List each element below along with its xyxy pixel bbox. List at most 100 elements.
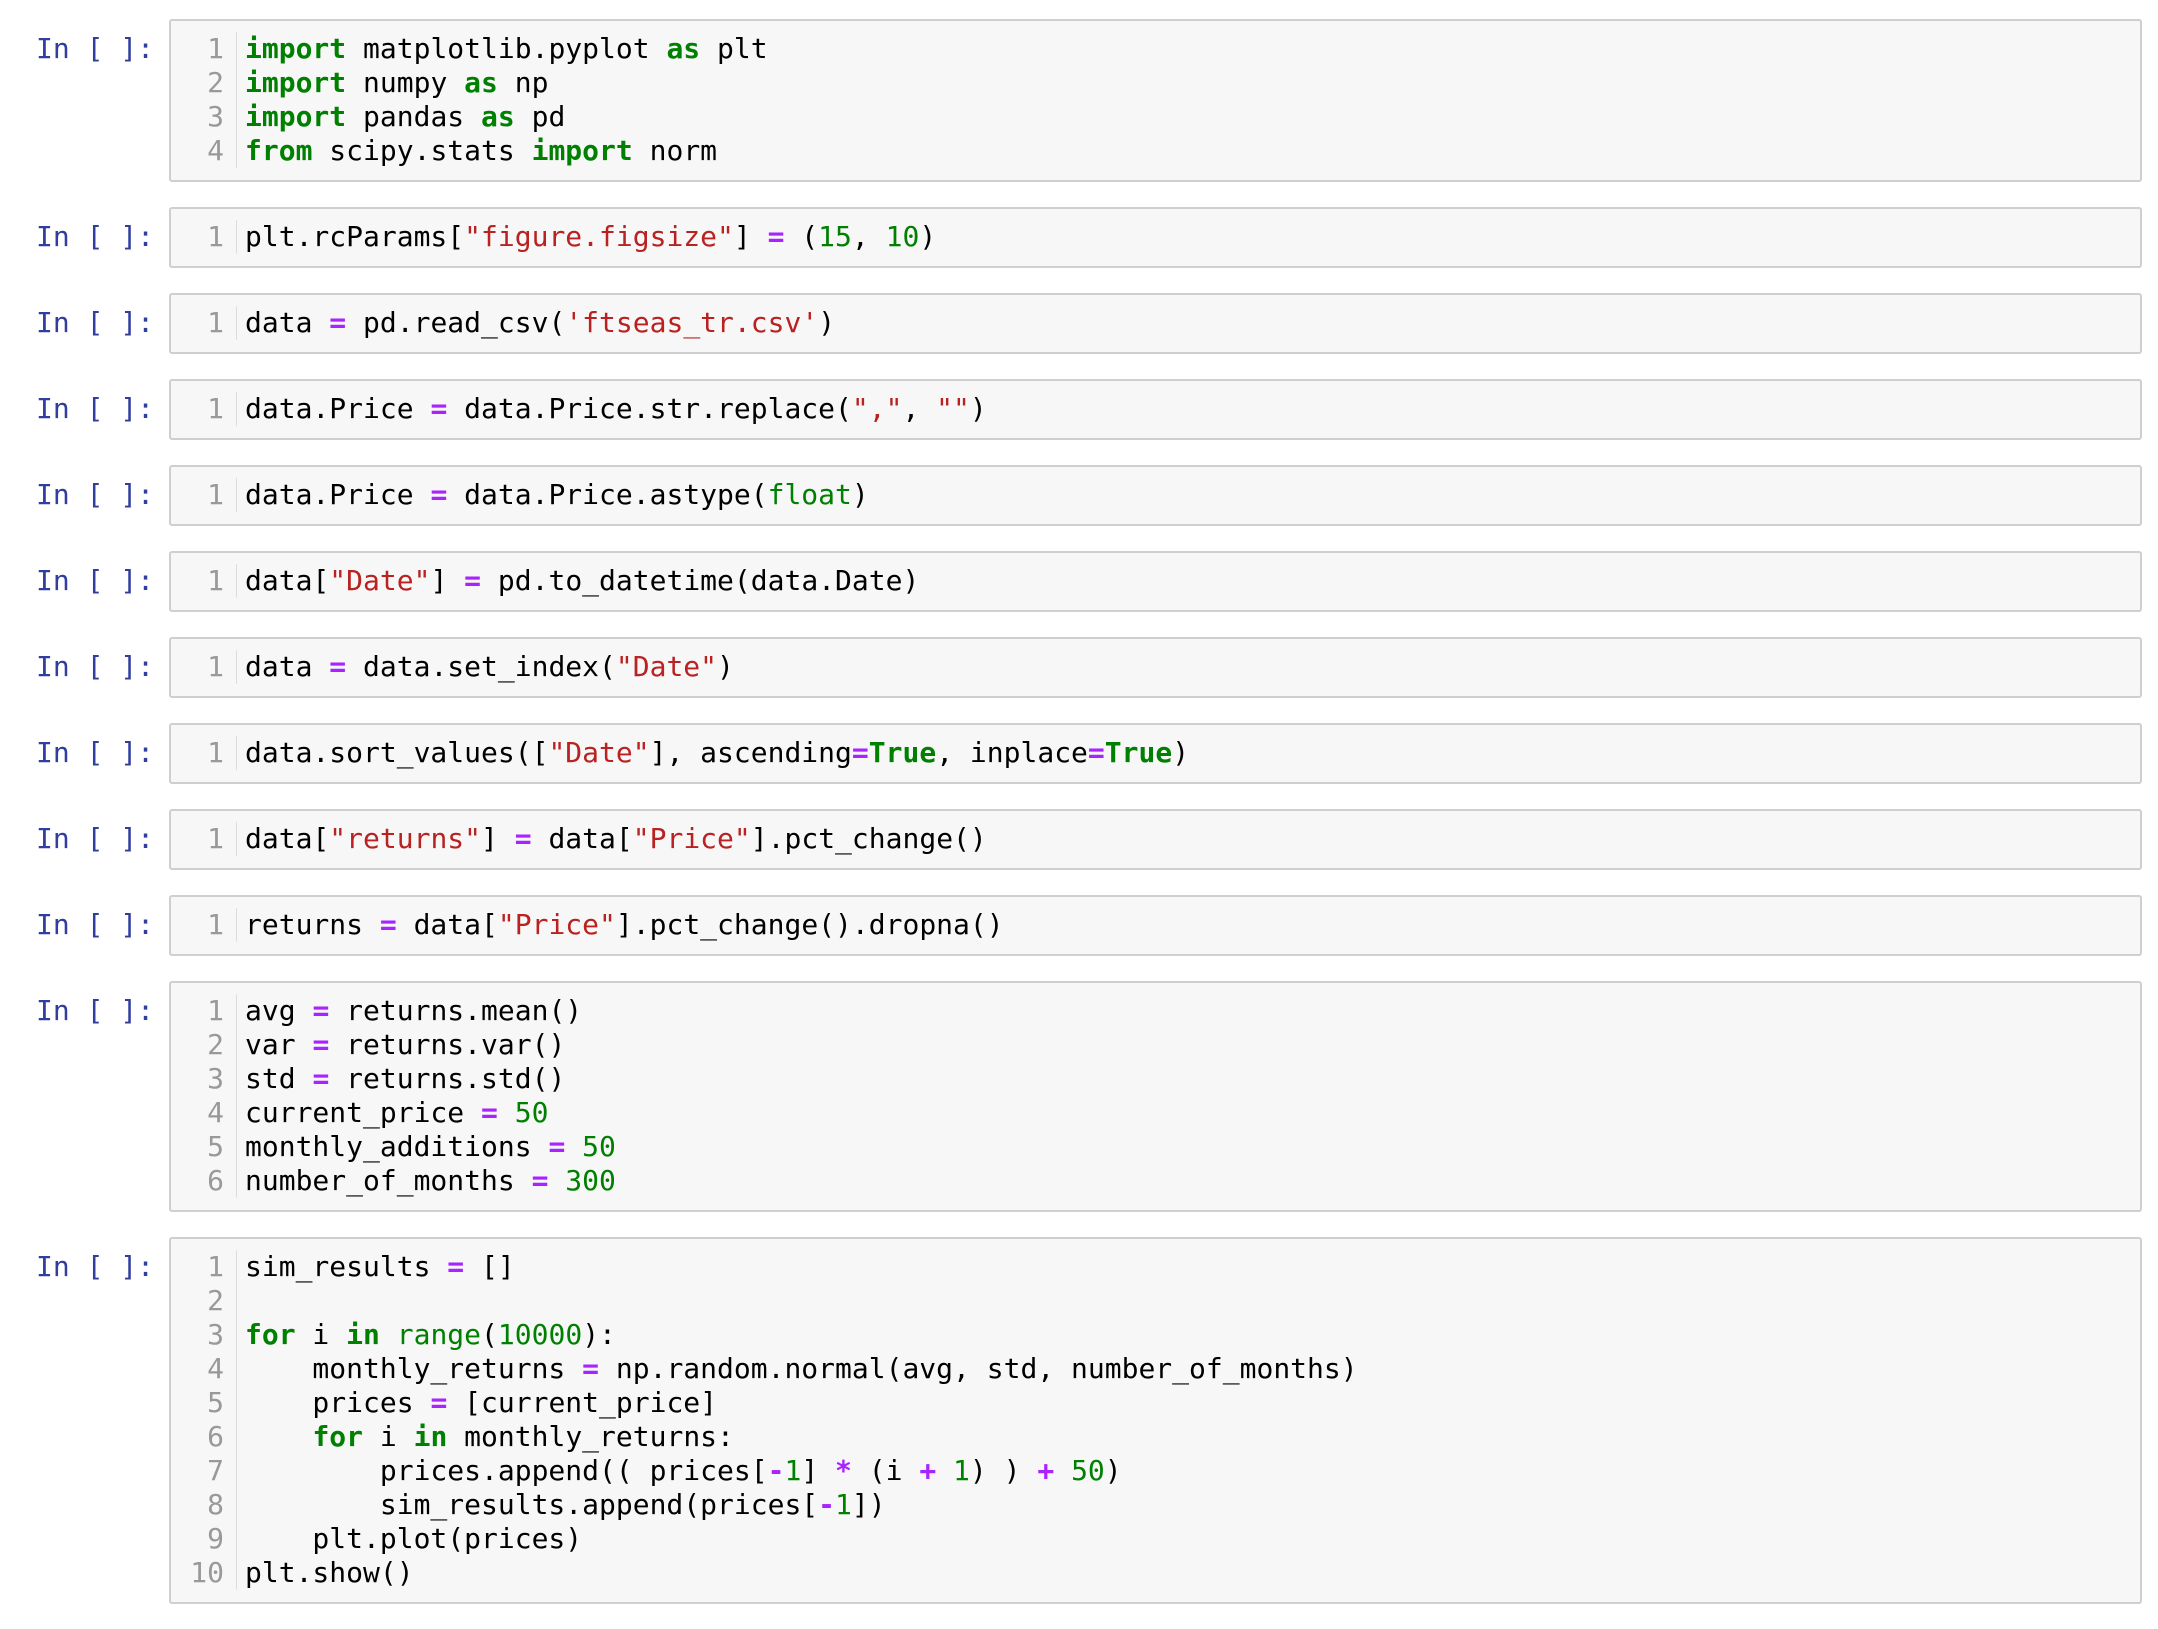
code-token: sim_results.append(prices[ xyxy=(245,1488,819,1521)
code-token: 10000 xyxy=(497,1318,583,1351)
code-token: = xyxy=(312,1062,330,1095)
code-token: "Date" xyxy=(329,564,431,597)
code-token: for xyxy=(312,1420,364,1453)
line-number: 2 xyxy=(207,66,224,99)
code-token: std xyxy=(245,1062,313,1095)
line-number: 1 xyxy=(207,306,224,339)
line-number-gutter: 1 xyxy=(171,478,237,512)
code-cell[interactable]: In [ ]: 1 data = pd.read_csv('ftseas_tr.cs… xyxy=(0,293,2158,354)
code-input[interactable]: avg = returns.mean()var = returns.var()s… xyxy=(237,994,616,1198)
code-token: returns xyxy=(245,908,380,941)
code-input[interactable]: data.Price = data.Price.str.replace(",",… xyxy=(237,392,987,426)
code-input[interactable]: data.Price = data.Price.astype(float) xyxy=(237,478,869,512)
line-number: 1 xyxy=(207,564,224,597)
code-token xyxy=(245,1420,312,1453)
code-token: = xyxy=(1087,736,1105,769)
code-token xyxy=(936,1454,953,1487)
code-token: = xyxy=(481,1096,498,1129)
code-token: ) xyxy=(818,306,836,339)
code-token: ]) xyxy=(851,1488,886,1521)
code-token: import xyxy=(245,32,347,65)
code-token: 10 xyxy=(885,220,920,253)
code-input[interactable]: plt.rcParams["figure.figsize"] = (15, 10… xyxy=(237,220,936,254)
code-token: i xyxy=(363,1420,414,1453)
code-token: 50 xyxy=(582,1130,616,1163)
code-editor[interactable]: 1 data["Date"] = pd.to_datetime(data.Date… xyxy=(169,551,2142,612)
line-number: 6 xyxy=(207,1420,224,1453)
code-token: ( xyxy=(481,1318,498,1351)
code-token: data.Price xyxy=(245,392,431,425)
input-prompt: In [ ]: xyxy=(36,392,155,425)
input-prompt: In [ ]: xyxy=(36,306,155,339)
code-input[interactable]: data["Date"] = pd.to_datetime(data.Date) xyxy=(237,564,919,598)
code-token xyxy=(565,1130,582,1163)
code-editor[interactable]: 1 data = data.set_index("Date") xyxy=(169,637,2142,698)
code-editor[interactable]: 1 data = pd.read_csv('ftseas_tr.csv') xyxy=(169,293,2142,354)
code-input[interactable]: data = pd.read_csv('ftseas_tr.csv') xyxy=(237,306,835,340)
code-token: "Date" xyxy=(548,736,650,769)
line-number-gutter: 1 xyxy=(171,736,237,770)
code-token: pd.read_csv( xyxy=(346,306,566,339)
code-token: data[ xyxy=(531,822,633,855)
code-token: "," xyxy=(851,392,903,425)
code-line: data["Date"] = pd.to_datetime(data.Date) xyxy=(245,564,919,598)
code-token: ): xyxy=(582,1318,616,1351)
code-token: data[ xyxy=(245,564,330,597)
code-input[interactable]: data = data.set_index("Date") xyxy=(237,650,734,684)
code-token: plt.show() xyxy=(245,1556,414,1589)
code-input[interactable]: returns = data["Price"].pct_change().dro… xyxy=(237,908,1004,942)
code-input[interactable]: data.sort_values(["Date"], ascending=Tru… xyxy=(237,736,1189,770)
code-token: 1 xyxy=(835,1488,852,1521)
line-number-gutter: 1 xyxy=(171,564,237,598)
code-line: data.sort_values(["Date"], ascending=Tru… xyxy=(245,736,1189,770)
input-prompt: In [ ]: xyxy=(36,478,155,511)
code-token: matplotlib.pyplot xyxy=(346,32,667,65)
input-prompt: In [ ]: xyxy=(36,220,155,253)
code-input[interactable]: sim_results = []for i in range(10000): m… xyxy=(237,1250,1358,1590)
code-token: data.sort_values([ xyxy=(245,736,549,769)
code-token: float xyxy=(767,478,852,511)
code-token: "Date" xyxy=(615,650,718,683)
code-token: var xyxy=(245,1028,313,1061)
code-token: ) ) xyxy=(969,1454,1038,1487)
code-token: , xyxy=(902,392,937,425)
line-number-gutter: 1 xyxy=(171,392,237,426)
code-token: current_price xyxy=(245,1096,482,1129)
code-token: ( xyxy=(784,220,819,253)
line-number: 1 xyxy=(207,650,224,683)
code-token: ], ascending xyxy=(649,736,852,769)
code-input[interactable]: data["returns"] = data["Price"].pct_chan… xyxy=(237,822,987,856)
code-line: import numpy as np xyxy=(245,66,768,100)
code-line: var = returns.var() xyxy=(245,1028,616,1062)
code-token: numpy xyxy=(346,66,465,99)
code-token: = xyxy=(430,478,448,511)
code-token: import xyxy=(245,66,347,99)
code-token: avg xyxy=(245,994,313,1027)
code-token: ] xyxy=(801,1454,836,1487)
code-token: 1 xyxy=(784,1454,802,1487)
code-token: from xyxy=(245,134,313,167)
code-line xyxy=(245,1284,1358,1318)
